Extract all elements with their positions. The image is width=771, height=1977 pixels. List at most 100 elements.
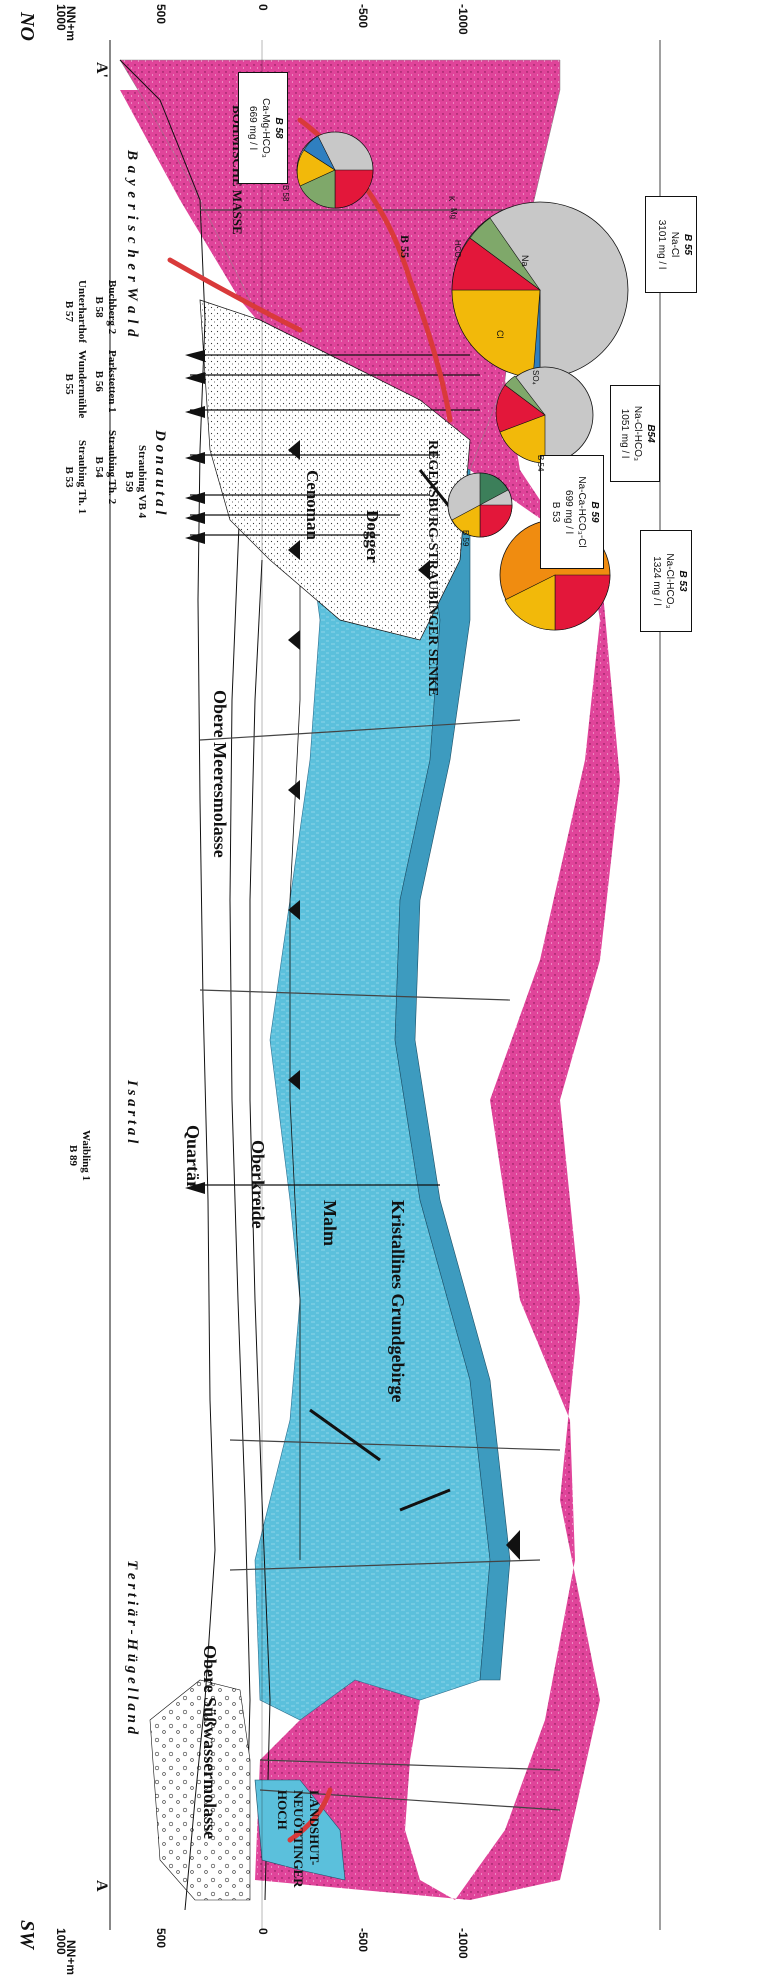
landshut-line-1: LANDSHUT- bbox=[307, 1790, 322, 1866]
axis-tick-label: -500 bbox=[356, 4, 370, 29]
well-id: B 55 bbox=[63, 373, 75, 395]
landshut-line-3: HOCH bbox=[275, 1790, 290, 1830]
chem-box-b59-text: B 59 Na-Ca-HCO₃-Cl 699 mg / l B 53 bbox=[549, 456, 601, 568]
well-waibling: Waibling 1 B 89 bbox=[66, 1130, 92, 1181]
box-tds: 1051 mg / l bbox=[619, 408, 630, 459]
well-lines bbox=[190, 354, 480, 1186]
axis-tick-label: -1000 bbox=[456, 4, 470, 35]
chem-box-b55: B 55 Na-Cl 3101 mg / l bbox=[645, 196, 697, 293]
region-tertiaer: T e r t i ä r - H ü g e l l a n d bbox=[124, 1560, 140, 1735]
box-extra: B 53 bbox=[550, 501, 561, 523]
chem-box-b54: B54 Na-Cl-HCO₃ 1051 mg / l bbox=[610, 385, 660, 482]
box-title: B54 bbox=[645, 424, 656, 443]
axis-tick-label: 500 bbox=[154, 4, 168, 25]
well-name: Straubing VB 4 bbox=[136, 445, 148, 519]
corner-a-prime: A' bbox=[93, 62, 110, 78]
dogger-layer bbox=[379, 429, 511, 1681]
well-straubing-vb4: Straubing VB 4 B 59 bbox=[122, 445, 148, 518]
well-name: Unterharthof bbox=[76, 280, 88, 343]
well-name: Straubing Th. 2 bbox=[106, 430, 118, 505]
region-isartal: I s a r t a l bbox=[124, 1080, 140, 1144]
pie-label-hco3: HCO₃ bbox=[453, 240, 462, 262]
axis-tick-label: 1000 bbox=[54, 1928, 68, 1955]
well-id: B 56 bbox=[93, 370, 105, 392]
well-b55-label: B 55 bbox=[398, 235, 412, 259]
axis-tick-label: 500 bbox=[154, 1928, 168, 1949]
label-dogger: Dogger bbox=[363, 510, 382, 563]
chem-box-b53: B 53 Na-Cl-HCO₃ 1324 mg / l bbox=[640, 530, 692, 632]
well-wundermuehle: Wundermühle B 55 bbox=[62, 350, 88, 418]
box-type: Na-Cl-HCO₃ bbox=[664, 553, 675, 609]
faults bbox=[199, 209, 561, 1811]
chem-box-b58: B 58 Ca-Mg-HCO₃ 669 mg / l bbox=[238, 72, 288, 184]
well-waibling-id: B 89 bbox=[67, 1144, 79, 1167]
well-straubing-th2: Straubing Th. 2 B 54 bbox=[92, 430, 118, 504]
well-id: B 57 bbox=[63, 300, 75, 323]
axis-tick-label: -1000 bbox=[456, 1928, 470, 1959]
well-name: Parkstetten 1 bbox=[106, 350, 118, 413]
label-regensburg: REGENSBURG-STRAUBINGER SENKE bbox=[425, 440, 440, 697]
well-id: B 59 bbox=[123, 471, 135, 493]
label-kristallines: Kristallines Grundgebirge bbox=[388, 1200, 408, 1403]
well-buchberg: Buchberg 2 B 58 bbox=[92, 280, 118, 334]
box-type: Na-Cl-HCO₃ bbox=[632, 405, 643, 462]
pie-side-b58: B 58 bbox=[281, 185, 290, 202]
pie-b55 bbox=[451, 201, 629, 379]
donautal-sand bbox=[199, 299, 471, 641]
pie-label-cl: Cl bbox=[495, 330, 505, 339]
pie-side-b54: B 54 bbox=[536, 455, 545, 472]
well-name: Wundermühle bbox=[76, 350, 88, 419]
label-obere-suesswassermolasse: Obere Süßwassermolasse bbox=[200, 1645, 220, 1840]
box-tds: 669 mg / l bbox=[247, 106, 258, 150]
box-tds: 1324 mg / l bbox=[651, 556, 662, 606]
pie-b59 bbox=[447, 472, 513, 538]
well-id: B 54 bbox=[93, 456, 105, 478]
box-title: B 58 bbox=[273, 117, 284, 139]
box-tds: 3101 mg / l bbox=[656, 219, 667, 270]
label-obere-meeresmolasse: Obere Meeresmolasse bbox=[210, 690, 230, 858]
well-waibling-name: Waibling 1 bbox=[80, 1130, 92, 1182]
label-malm: Malm bbox=[320, 1200, 340, 1246]
oberkreide-top bbox=[229, 399, 251, 1901]
label-quartaer: Quartär bbox=[183, 1125, 203, 1189]
well-name: Buchberg 2 bbox=[106, 280, 118, 335]
well-id: B 53 bbox=[63, 466, 75, 488]
label-oberkreide: Oberkreide bbox=[248, 1140, 268, 1229]
well-id: B 58 bbox=[93, 296, 105, 318]
pie-label-mg: Mg bbox=[449, 208, 458, 220]
pie-label-k: K bbox=[447, 196, 456, 202]
region-donautal: D o n a u t a l bbox=[152, 430, 168, 515]
chem-box-b54-text: B54 Na-Cl-HCO₃ 1051 mg / l bbox=[618, 386, 657, 481]
cenoman-top bbox=[289, 560, 301, 1560]
corner-no: NO bbox=[16, 12, 38, 41]
chem-box-b53-text: B 53 Na-Cl-HCO₃ 1324 mg / l bbox=[650, 531, 689, 631]
box-type: Na-Cl bbox=[669, 231, 680, 258]
well-unterharthof: Unterharthof B 57 bbox=[62, 280, 88, 343]
axis-tick-label: 0 bbox=[256, 1928, 270, 1935]
label-cenoman: Cenoman bbox=[303, 470, 322, 540]
box-tds: 699 mg / l bbox=[563, 490, 574, 534]
chem-box-b59: B 59 Na-Ca-HCO₃-Cl 699 mg / l B 53 bbox=[540, 455, 604, 569]
axis-tick-label: -500 bbox=[356, 1928, 370, 1953]
pie-label-na: Na bbox=[520, 255, 530, 267]
pie-b54 bbox=[495, 366, 594, 464]
box-type: Ca-Mg-HCO₃ bbox=[260, 98, 271, 158]
crystalline-basement bbox=[120, 90, 620, 1900]
corner-a: A bbox=[93, 1880, 110, 1892]
landshut-line-2: NEUÖTTINGER bbox=[291, 1790, 306, 1888]
pie-side-b59: B 59 bbox=[461, 530, 470, 547]
chem-box-b58-text: B 58 Ca-Mg-HCO₃ 669 mg / l bbox=[246, 73, 285, 183]
meeresmolasse-base bbox=[249, 559, 271, 1901]
box-title: B 55 bbox=[682, 233, 693, 256]
axis-tick-label: 0 bbox=[256, 4, 270, 11]
pie-label-so4: SO₄ bbox=[531, 370, 540, 385]
box-title: B 53 bbox=[677, 570, 688, 592]
ground-surface bbox=[119, 59, 216, 1911]
box-title: B 59 bbox=[589, 501, 600, 523]
corner-sw: SW bbox=[16, 1920, 38, 1949]
pie-b58 bbox=[296, 131, 374, 209]
well-parkstetten: Parkstetten 1 B 56 bbox=[92, 350, 118, 413]
well-straubing-th1: Straubing Th. 1 B 53 bbox=[62, 440, 88, 514]
